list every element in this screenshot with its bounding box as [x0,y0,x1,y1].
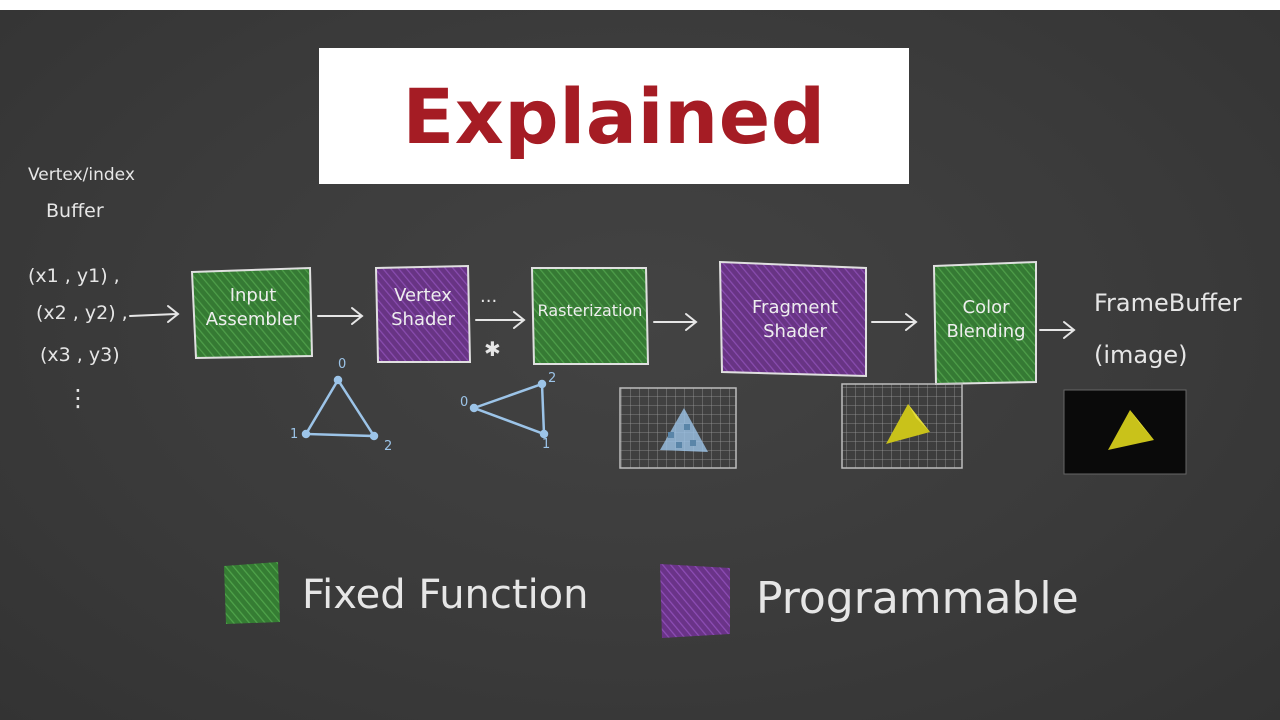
framebuffer-label: FrameBuffer [1094,289,1242,317]
top-strip [0,0,1280,10]
buffer-label-line2: Buffer [46,200,104,222]
tri2-v2: 2 [548,371,557,386]
dots-mark: ··· [480,291,498,312]
shaded-grid-image [841,383,963,469]
vertex-2: (x2 , y2) , [36,302,128,324]
stage-vertex-shader [374,264,472,363]
pipeline-arrows [129,305,1076,339]
framebuffer-image [1063,389,1187,475]
stage-fragment-shader [718,260,867,378]
framebuffer-sublabel: (image) [1094,341,1188,369]
triangle-diagram-1 [301,375,379,441]
tri1-v2: 2 [384,439,393,454]
legend-programmable-label: Programmable [756,573,1079,624]
stage-3-label: Rasterization [537,301,643,320]
stage-rasterization [530,267,650,365]
vertex-ellipsis: ⋮ [66,384,90,412]
legend-fixed-label: Fixed Function [302,572,589,618]
raster-grid-image [619,387,737,469]
tri1-v1: 1 [290,427,299,442]
tri2-v1: 1 [542,437,551,452]
legend-fixed-swatch [224,562,280,624]
stage-color-blending [932,260,1037,386]
vertex-3: (x3 , y3) [40,344,120,366]
legend-programmable-swatch [660,564,730,638]
tri2-v0: 0 [460,395,469,410]
tri1-v0: 0 [338,357,347,372]
title-text: Explained [402,71,826,161]
vertex-1: (x1 , y1) , [28,265,120,287]
stage-input-assembler [190,266,314,360]
asterisk-mark: ✱ [484,337,501,361]
title-banner: Explained [319,48,909,184]
buffer-label-line1: Vertex/index [28,165,135,185]
triangle-diagram-2 [469,379,549,439]
